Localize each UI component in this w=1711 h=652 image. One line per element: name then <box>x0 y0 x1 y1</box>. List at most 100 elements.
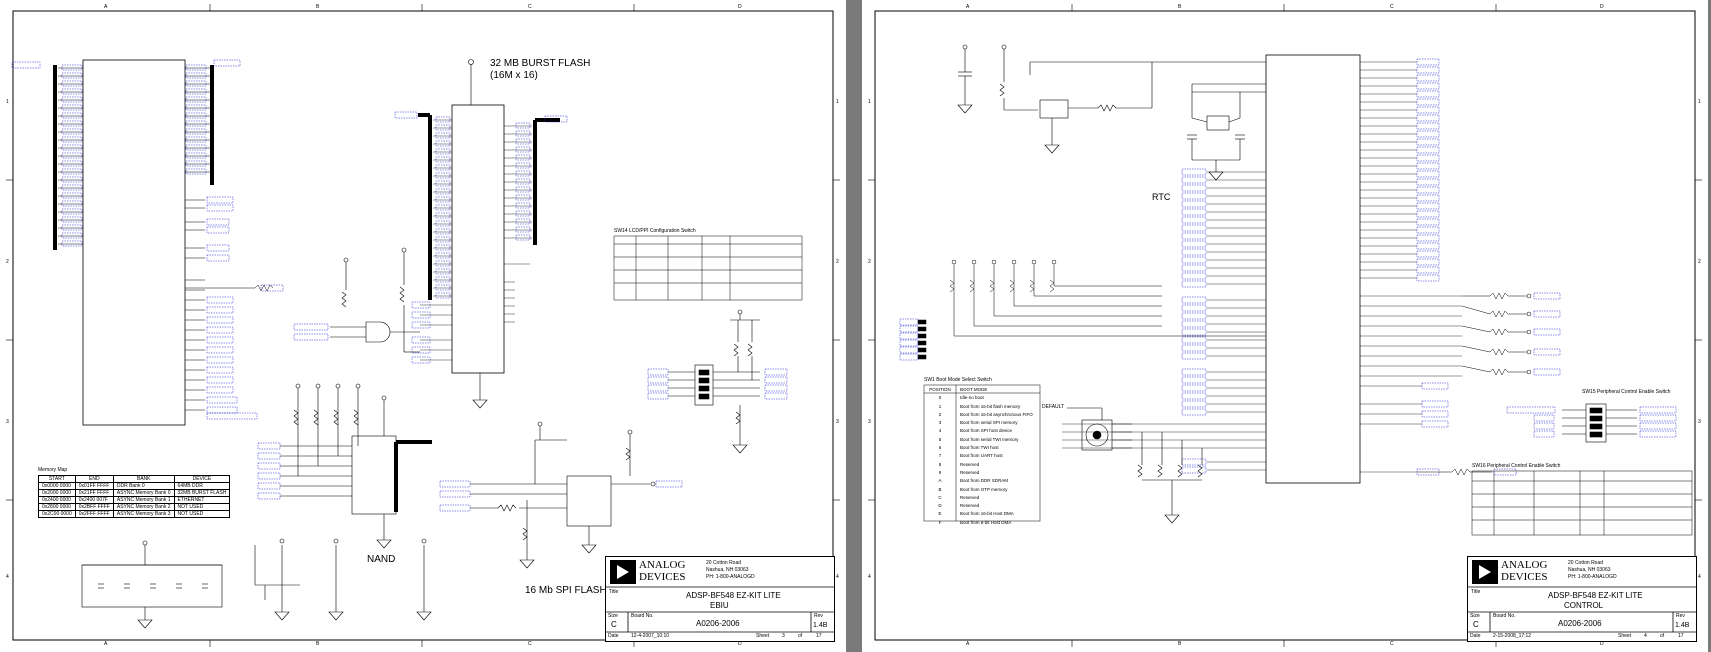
table-row: 0x2800 0000 0x2BFF FFFF ASYNC Memory Ban… <box>38 503 231 511</box>
zone-col-c-bottom: C <box>1390 641 1394 647</box>
zone-col-d: D <box>1600 4 1604 10</box>
boot-table-caption: SW1 Boot Mode Select Switch <box>924 377 992 383</box>
table-cell: Boot from 16-bit Host DMA <box>960 511 1014 517</box>
table-cell: NOT USED <box>173 503 231 511</box>
schematic-sheet-ebiu: A B C D A B C D 1 2 3 4 1 2 3 4 32 MB BU… <box>0 0 846 652</box>
table-cell: NOT USED <box>173 510 231 518</box>
zone-col-a: A <box>966 4 970 10</box>
table-row: B Boot from OTP memory <box>924 486 1040 494</box>
rev-value: 1.4B <box>1675 622 1690 629</box>
sw16-table-caption: SW16 Peripheral Control Enable Switch <box>1472 463 1561 469</box>
zone-col-b: B <box>316 4 320 10</box>
sheet-total: 17 <box>816 633 822 639</box>
zone-col-a-bottom: A <box>104 641 108 647</box>
zone-col-b-bottom: B <box>1178 641 1182 647</box>
flash-config-caption: SW14 LCD/PPI Configuration Switch <box>614 228 696 234</box>
board-number-label: Board No. <box>631 613 654 619</box>
table-cell: Boot from 16-bit flash memory <box>960 403 1021 409</box>
drawing-subtitle: CONTROL <box>1564 601 1604 610</box>
memory-map-caption: Memory Map <box>38 467 68 473</box>
table-cell: ASYNC Memory Bank 1 <box>112 496 175 504</box>
analog-devices-logo-icon <box>610 560 636 584</box>
table-cell: B <box>938 486 942 492</box>
table-cell: Boot from TWI host <box>960 445 999 451</box>
date-value: 12-4-2007_10:10 <box>631 633 670 639</box>
table-cell: 9 <box>938 469 942 475</box>
zone-col-b: B <box>1178 4 1182 10</box>
table-cell: ASYNC Memory Bank 0 <box>112 489 175 497</box>
table-cell: ETHERNET <box>173 496 231 504</box>
table-cell: 0x01FF FFFF <box>74 482 114 490</box>
table-row: 0x2000 0000 0x21FF FFFF ASYNC Memory Ban… <box>38 489 231 497</box>
board-number: A0206-2006 <box>1558 619 1602 628</box>
table-cell: Boot from DDR SDRAM <box>960 478 1009 484</box>
zone-row-2-right: 2 <box>1698 259 1701 265</box>
schematic-sheet-control: A B C D A B C D 1 2 3 4 1 2 3 4 RTC DEFA… <box>862 0 1708 652</box>
date-label: Date <box>1470 633 1481 639</box>
memory-map-col-end: END <box>74 475 114 483</box>
table-row: 1 Boot from 16-bit flash memory <box>924 403 1040 411</box>
table-cell: DDR Bank 0 <box>112 482 175 490</box>
table-cell: 0x21FF FFFF <box>74 489 114 497</box>
table-row: 0 Idle-no boot <box>924 394 1040 402</box>
table-cell: 0 <box>938 395 942 401</box>
address-line1: 20 Cotton Road <box>1568 560 1604 566</box>
table-cell: 0x0000 0000 <box>38 482 76 490</box>
table-cell: 7 <box>938 453 942 459</box>
zone-row-3: 3 <box>868 419 871 425</box>
table-cell: 0x2000 0000 <box>38 489 76 497</box>
ebiu-schematic-drawing <box>6 4 840 647</box>
zone-col-d: D <box>738 4 742 10</box>
table-row: 0x2C00 0000 0x2FFF FFFF ASYNC Memory Ban… <box>38 510 231 518</box>
table-cell: 0x2C00 0000 <box>38 510 76 518</box>
sheet-total: 17 <box>1678 633 1684 639</box>
table-row: 0x0000 0000 0x01FF FFFF DDR Bank 0 64MB … <box>38 482 231 490</box>
analog-devices-logo-icon <box>1472 560 1498 584</box>
memory-map-table: START END BANK DEVICE 0x0000 0000 0x01FF… <box>38 475 231 518</box>
table-cell: Boot from OTP memory <box>960 486 1008 492</box>
title-label: Title <box>1471 589 1481 595</box>
table-cell: Boot from serial SPI memory <box>960 420 1018 426</box>
zone-col-c-bottom: C <box>528 641 532 647</box>
table-cell: 0x2800 0000 <box>38 503 76 511</box>
zone-row-1-right: 1 <box>1698 99 1701 105</box>
table-cell: Idle-no boot <box>960 395 984 401</box>
table-cell: Reserved <box>960 494 980 500</box>
rotary-default-label: DEFAULT <box>1042 404 1065 410</box>
memory-map-header: START END BANK DEVICE <box>38 475 231 483</box>
company-name: ANALOG <box>639 559 686 571</box>
table-cell: F <box>938 519 942 525</box>
table-cell: 6 <box>938 445 942 451</box>
control-schematic-drawing <box>868 4 1702 647</box>
table-cell: Boot from SPI host device <box>960 428 1013 434</box>
company-name-line2: DEVICES <box>1501 571 1548 583</box>
date-label: Date <box>608 633 619 639</box>
table-cell: Reserved <box>960 503 980 509</box>
title-label: Title <box>609 589 619 595</box>
zone-row-4: 4 <box>6 574 9 580</box>
zone-col-d-bottom: D <box>1600 641 1604 647</box>
sheet-label: Sheet <box>756 633 770 639</box>
phone-number: PH: 1-800-ANALOGD <box>706 574 755 580</box>
boot-col-mode: BOOT MODE <box>960 387 988 392</box>
zone-row-1: 1 <box>868 99 871 105</box>
table-cell: 0x2BFF FFFF <box>74 503 114 511</box>
zone-row-1: 1 <box>6 99 9 105</box>
rev-value: 1.4B <box>813 622 828 629</box>
drawing-title: ADSP-BF548 EZ-KIT LITE <box>686 591 781 600</box>
memory-map-col-bank: BANK <box>112 475 175 483</box>
date-value: 2-15-2008_17:12 <box>1493 633 1532 639</box>
address-line2: Nashua, NH 03063 <box>706 567 749 573</box>
table-cell: 1 <box>938 403 942 409</box>
spi-flash-heading: 16 Mb SPI FLASH <box>525 585 607 596</box>
sheet-label: Sheet <box>1618 633 1632 639</box>
title-block-grid <box>606 586 834 633</box>
company-name: ANALOG <box>1501 559 1548 571</box>
zone-row-4-right: 4 <box>836 574 839 580</box>
table-row: 0x2400 0000 0x2400 007F ASYNC Memory Ban… <box>38 496 231 504</box>
zone-col-d-bottom: D <box>738 641 742 647</box>
